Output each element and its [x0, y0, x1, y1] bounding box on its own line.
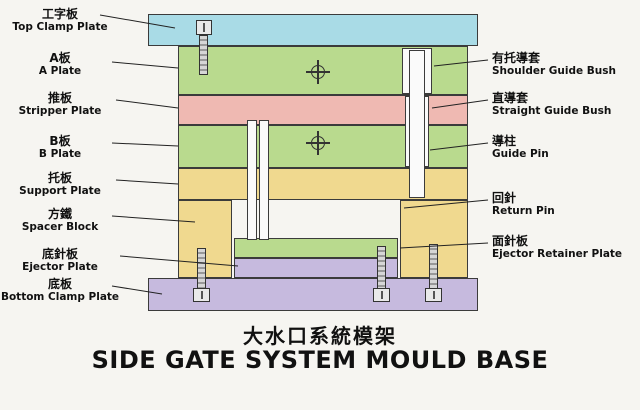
label-zh: 工字板 — [41, 7, 78, 21]
label-zh: A板 — [49, 51, 71, 65]
ejector-rod — [259, 120, 269, 240]
label-support-plate: 托板 Support Plate — [0, 172, 120, 198]
label-en: Return Pin — [492, 205, 555, 217]
label-return-pin: 回針 Return Pin — [492, 192, 640, 218]
label-zh: B板 — [49, 134, 71, 148]
label-straight-guide-bush: 直導套 Straight Guide Bush — [492, 92, 640, 118]
label-zh: 回針 — [492, 191, 517, 205]
spacer-block-right — [400, 200, 468, 278]
bore-crosshair-a-plate — [306, 60, 330, 84]
label-zh: 底板 — [47, 277, 72, 291]
label-zh: 直導套 — [492, 91, 529, 105]
label-en: Shoulder Guide Bush — [492, 65, 616, 77]
label-guide-pin: 導柱 Guide Pin — [492, 135, 640, 161]
ejector-screw-head — [373, 288, 390, 302]
label-en: Stripper Plate — [18, 105, 102, 117]
top-screw-body — [199, 35, 208, 75]
label-en: B Plate — [38, 148, 82, 160]
label-en: Spacer Block — [21, 221, 99, 233]
bore-crosshair-b-plate — [306, 131, 330, 155]
bottom-screw-left-body — [197, 248, 206, 290]
ejector-retainer-plate — [234, 238, 398, 258]
label-zh: 底針板 — [41, 247, 78, 261]
label-zh: 有托導套 — [492, 51, 541, 65]
guide-pin — [409, 50, 425, 198]
label-en: Ejector Retainer Plate — [492, 248, 623, 260]
title-chinese: 大水口系統模架 — [243, 324, 397, 348]
label-ejector-plate: 底針板 Ejector Plate — [0, 248, 120, 274]
label-top-clamp-plate: 工字板 Top Clamp Plate — [0, 8, 120, 34]
bottom-screw-left-head — [193, 288, 210, 302]
label-en: Ejector Plate — [22, 261, 98, 273]
label-zh: 面針板 — [492, 234, 529, 248]
label-en: Top Clamp Plate — [12, 21, 108, 33]
label-zh: 方鐵 — [47, 207, 72, 221]
ejector-screw-body — [377, 246, 386, 290]
bottom-screw-right-head — [425, 288, 442, 302]
label-zh: 推板 — [47, 91, 72, 105]
title-english: SIDE GATE SYSTEM MOULD BASE — [91, 346, 549, 374]
label-shoulder-guide-bush: 有托導套 Shoulder Guide Bush — [492, 52, 640, 78]
label-bottom-clamp-plate: 底板 Bottom Clamp Plate — [0, 278, 120, 304]
top-screw-head — [196, 20, 212, 35]
label-ejector-retainer-plate: 面針板 Ejector Retainer Plate — [492, 235, 640, 261]
ejector-plate — [234, 258, 398, 278]
bottom-screw-right-body — [429, 244, 438, 290]
label-en: Straight Guide Bush — [492, 105, 612, 117]
label-stripper-plate: 推板 Stripper Plate — [0, 92, 120, 118]
label-en: Support Plate — [19, 185, 101, 197]
label-a-plate: A板 A Plate — [0, 52, 120, 78]
return-pin — [247, 120, 257, 240]
label-en: Bottom Clamp Plate — [0, 291, 120, 303]
label-spacer-block: 方鐵 Spacer Block — [0, 208, 120, 234]
label-zh: 托板 — [47, 171, 72, 185]
label-b-plate: B板 B Plate — [0, 135, 120, 161]
label-zh: 導柱 — [492, 134, 517, 148]
label-en: A Plate — [38, 65, 82, 77]
label-en: Guide Pin — [492, 148, 549, 160]
